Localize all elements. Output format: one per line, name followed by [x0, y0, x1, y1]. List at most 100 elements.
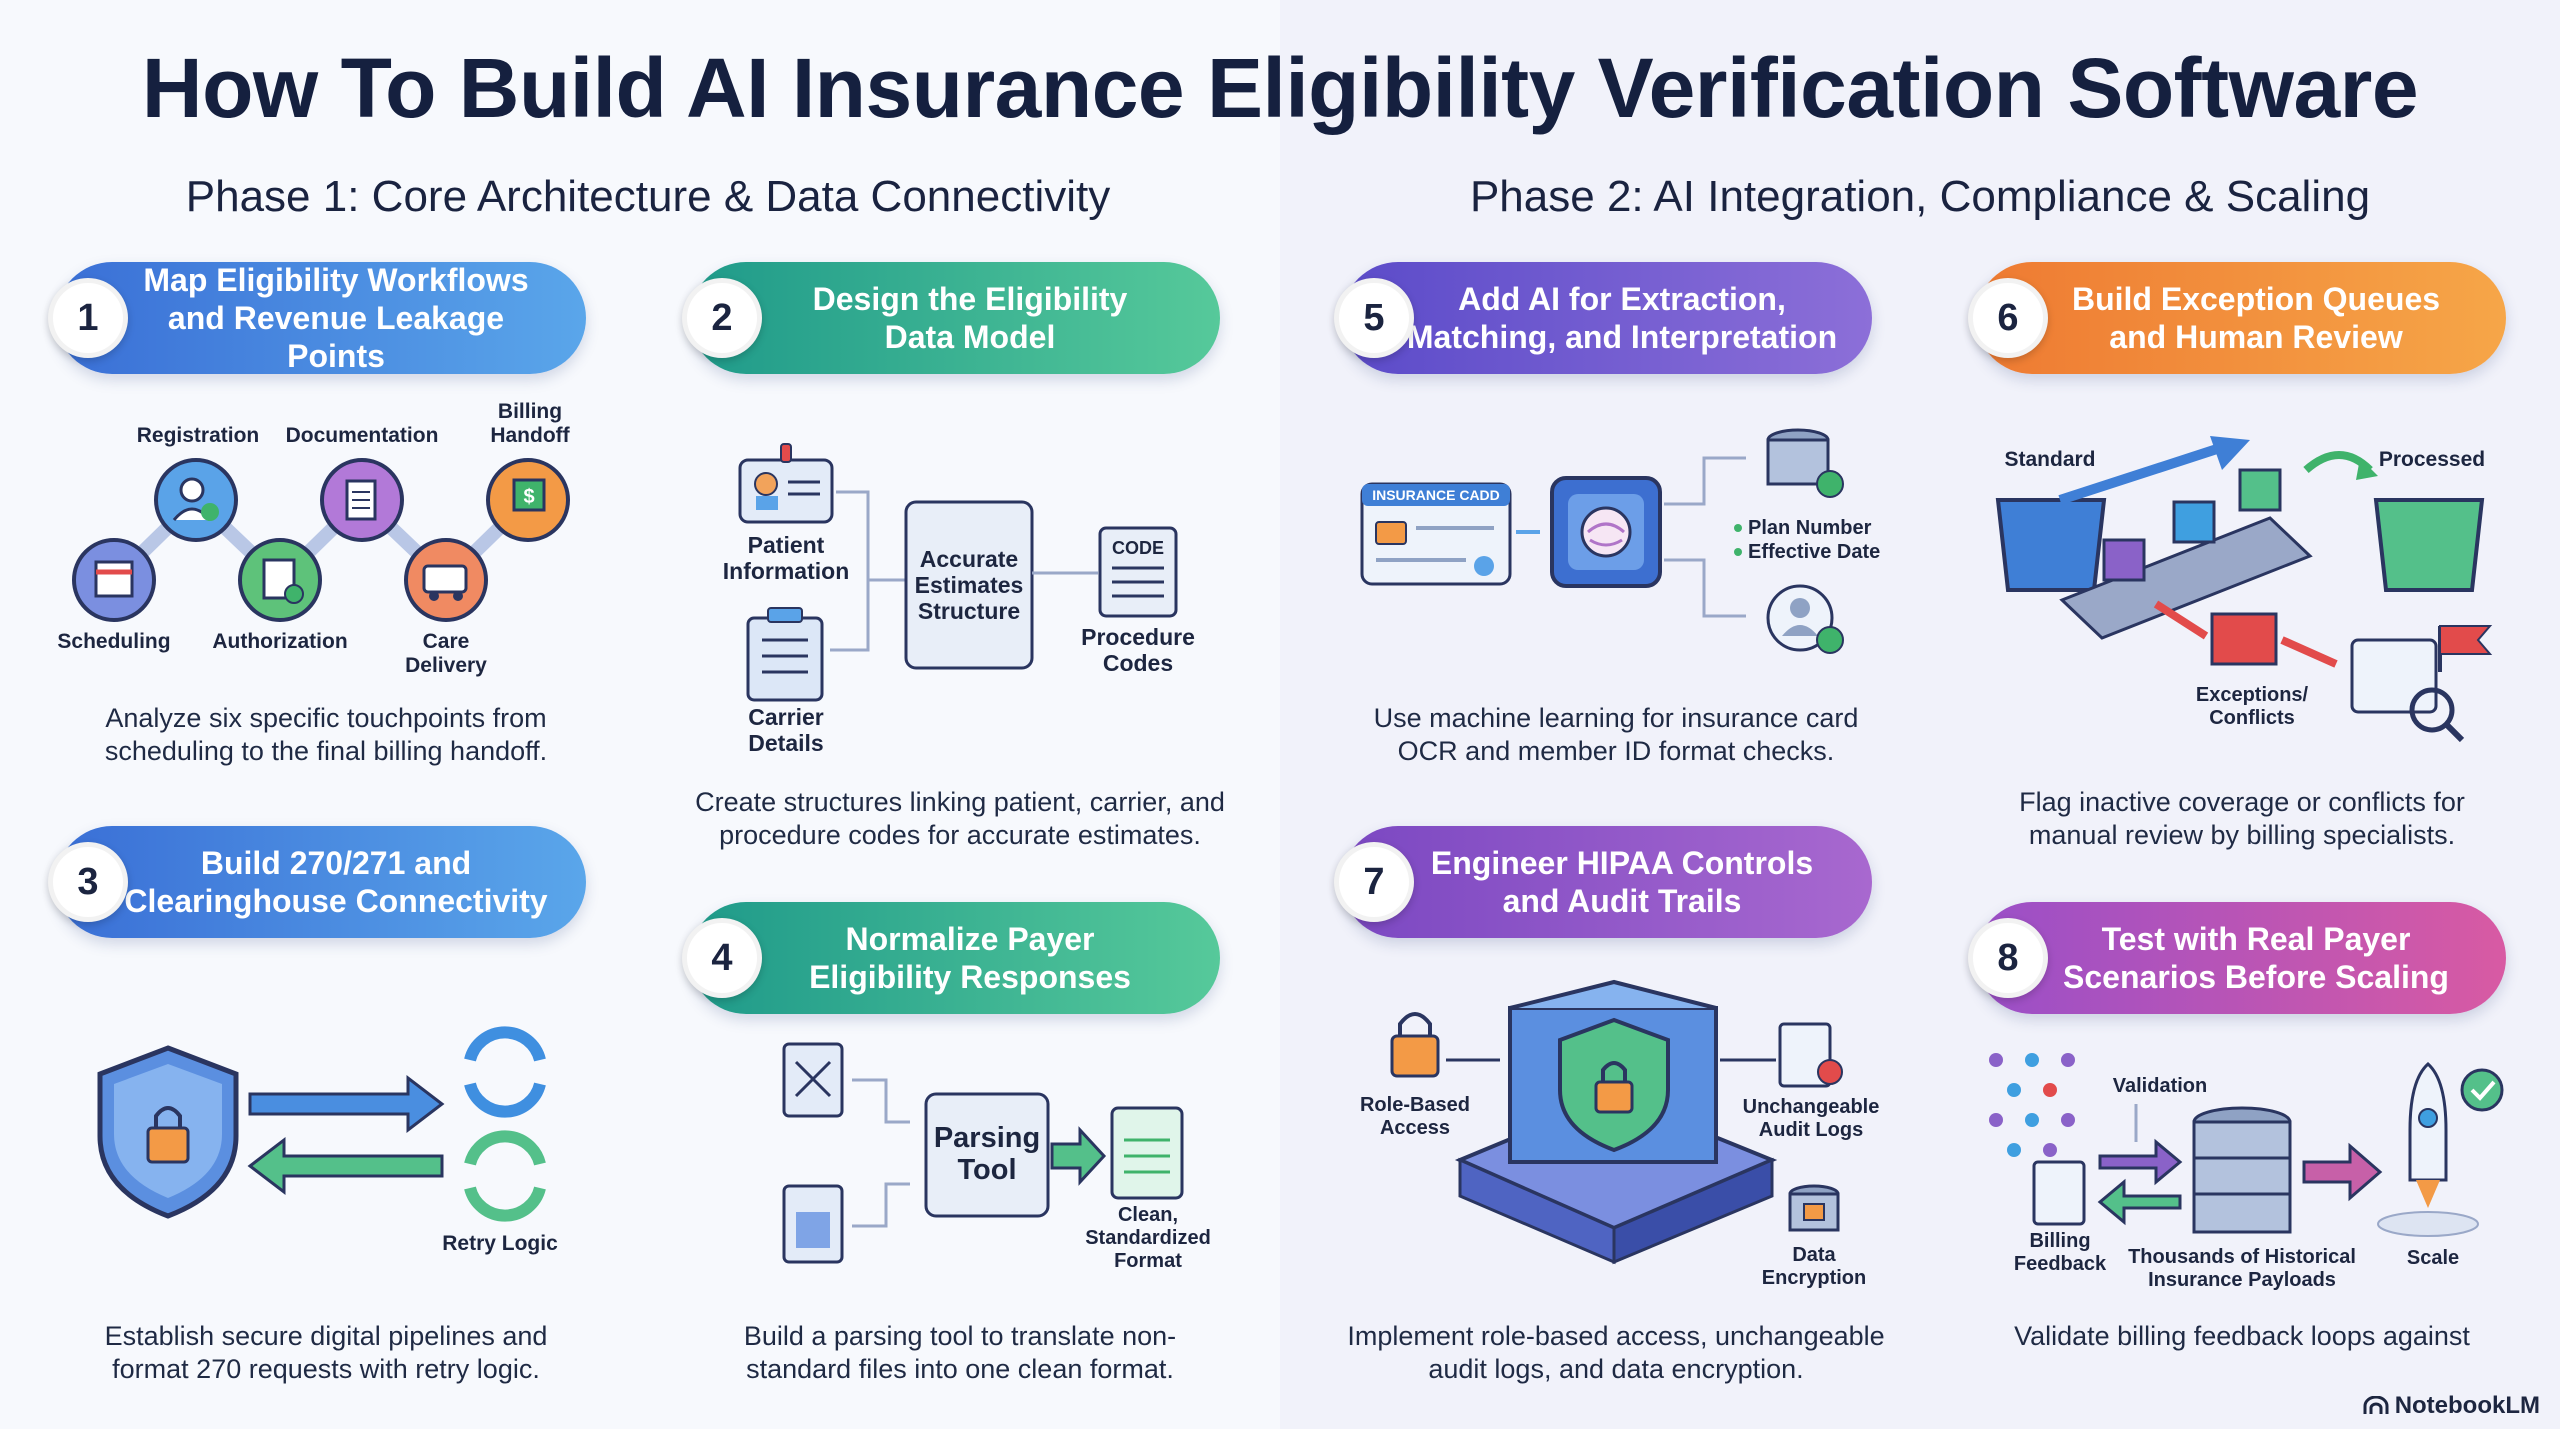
clean-file-icon — [1110, 1106, 1184, 1200]
label-validation: Validation — [2112, 1075, 2208, 1097]
step-3-title-line2: Clearinghouse Connectivity — [124, 883, 548, 919]
label-documentation: Documentation — [285, 424, 439, 447]
step-2-title-line2: Data Model — [884, 319, 1056, 355]
step-4-caption: Build a parsing tool to translate non-st… — [743, 1321, 1177, 1384]
outbound-arrow — [248, 1074, 445, 1134]
brain-icon — [1580, 506, 1632, 558]
step-7-caption: Implement role-based access, unchangeabl… — [1347, 1321, 1885, 1384]
step-2-title-line1: Design the Eligibility — [812, 281, 1128, 317]
forward-arrow — [2098, 1138, 2183, 1186]
step-5-title-line2: Matching, and Interpretation — [1406, 319, 1838, 355]
accurate-estimates-structure-box — [904, 500, 1034, 670]
step-1-title-line2: and Revenue Leakage Points — [167, 300, 505, 374]
patient-id-card-icon — [738, 458, 834, 524]
step-6-title-line2: and Human Review — [2109, 319, 2403, 355]
processed-bin-icon — [2373, 498, 2485, 592]
phase1-heading: Phase 1: Core Architecture & Data Connec… — [185, 172, 1111, 221]
label-plan-number: Plan Number — [1748, 517, 1872, 539]
step-5-title-line1: Add AI for Extraction, — [1458, 281, 1786, 317]
check-icon — [2460, 1068, 2504, 1112]
label-authorization: Authorization — [212, 630, 348, 653]
standard-bin-icon — [1995, 498, 2107, 592]
lock-icon — [146, 1126, 190, 1164]
label-exceptions-conflicts: Exceptions/Conflicts — [2195, 684, 2309, 729]
step-3-number: 3 — [48, 842, 128, 922]
procedure-code-document-icon — [1098, 526, 1178, 618]
page-title: How To Build AI Insurance Eligibility Ve… — [141, 41, 2419, 135]
hipaa-controls-diagram — [1390, 979, 1843, 1265]
step-8-title-line1: Test with Real Payer — [2101, 921, 2411, 957]
feedback-arrow — [2097, 1178, 2182, 1226]
step-7-number: 7 — [1334, 842, 1414, 922]
label-processed: Processed — [2378, 448, 2486, 471]
notebooklm-brand: NotebookLM — [2363, 1392, 2540, 1420]
step-5-pill: 5 Add AI for Extraction,Matching, and In… — [1334, 262, 1872, 374]
ai-extraction-diagram — [1360, 428, 1844, 654]
step-2-number: 2 — [682, 278, 762, 358]
review-screen-icon — [2350, 638, 2438, 714]
data-model-diagram — [738, 443, 1178, 702]
step-4-title-line2: Eligibility Responses — [809, 959, 1131, 995]
output-arrow — [1050, 1126, 1107, 1186]
sync-icon — [464, 1026, 546, 1062]
role-lock-icon — [1390, 1034, 1440, 1078]
step-1-number: 1 — [48, 278, 128, 358]
scale-arrow — [2302, 1142, 2383, 1202]
step-5-number: 5 — [1334, 278, 1414, 358]
step-8-title-line2: Scenarios Before Scaling — [2063, 959, 2449, 995]
parsing-diagram — [782, 1042, 1184, 1264]
testing-diagram — [1989, 1053, 2504, 1237]
notebooklm-logo-icon — [2363, 1396, 2389, 1414]
label-scale: Scale — [2406, 1247, 2460, 1269]
label-insurance-card: INSURANCE CADD — [1372, 487, 1500, 503]
step-6-number: 6 — [1968, 278, 2048, 358]
phase2-heading: Phase 2: AI Integration, Compliance & Sc… — [1469, 172, 2371, 221]
exception-boxes-icon — [2210, 612, 2278, 666]
network-icon — [1989, 1053, 2075, 1157]
retry-icon — [464, 1130, 546, 1166]
label-retry-logic: Retry Logic — [442, 1232, 558, 1255]
conveyor-belt — [2059, 516, 2313, 640]
billing-document-icon — [2032, 1160, 2086, 1226]
svg-text:$: $ — [523, 486, 534, 508]
label-code: CODE — [1111, 538, 1164, 558]
step-1-title-line1: Map Eligibility Workflows — [143, 262, 529, 298]
workflow-nodes: $ — [72, 458, 570, 622]
carrier-clipboard-icon — [746, 616, 824, 702]
step-7-title-line1: Engineer HIPAA Controls — [1430, 845, 1814, 881]
step-7-title-line2: and Audit Trails — [1502, 883, 1742, 919]
flag-icon — [2439, 625, 2493, 655]
step-4-number: 4 — [682, 918, 762, 998]
label-standard: Standard — [2004, 448, 2096, 471]
step-3-title-line1: Build 270/271 and — [200, 845, 472, 881]
step-8-number: 8 — [1968, 918, 2048, 998]
parsing-tool-box — [924, 1092, 1050, 1218]
exception-queue-diagram — [1995, 436, 2493, 743]
connectivity-diagram — [97, 1026, 546, 1222]
step-8-caption: Validate billing feedback loops against — [2014, 1321, 2470, 1351]
step-2-caption: Create structures linking patient, carri… — [695, 787, 1225, 850]
inbound-arrow — [247, 1136, 444, 1196]
